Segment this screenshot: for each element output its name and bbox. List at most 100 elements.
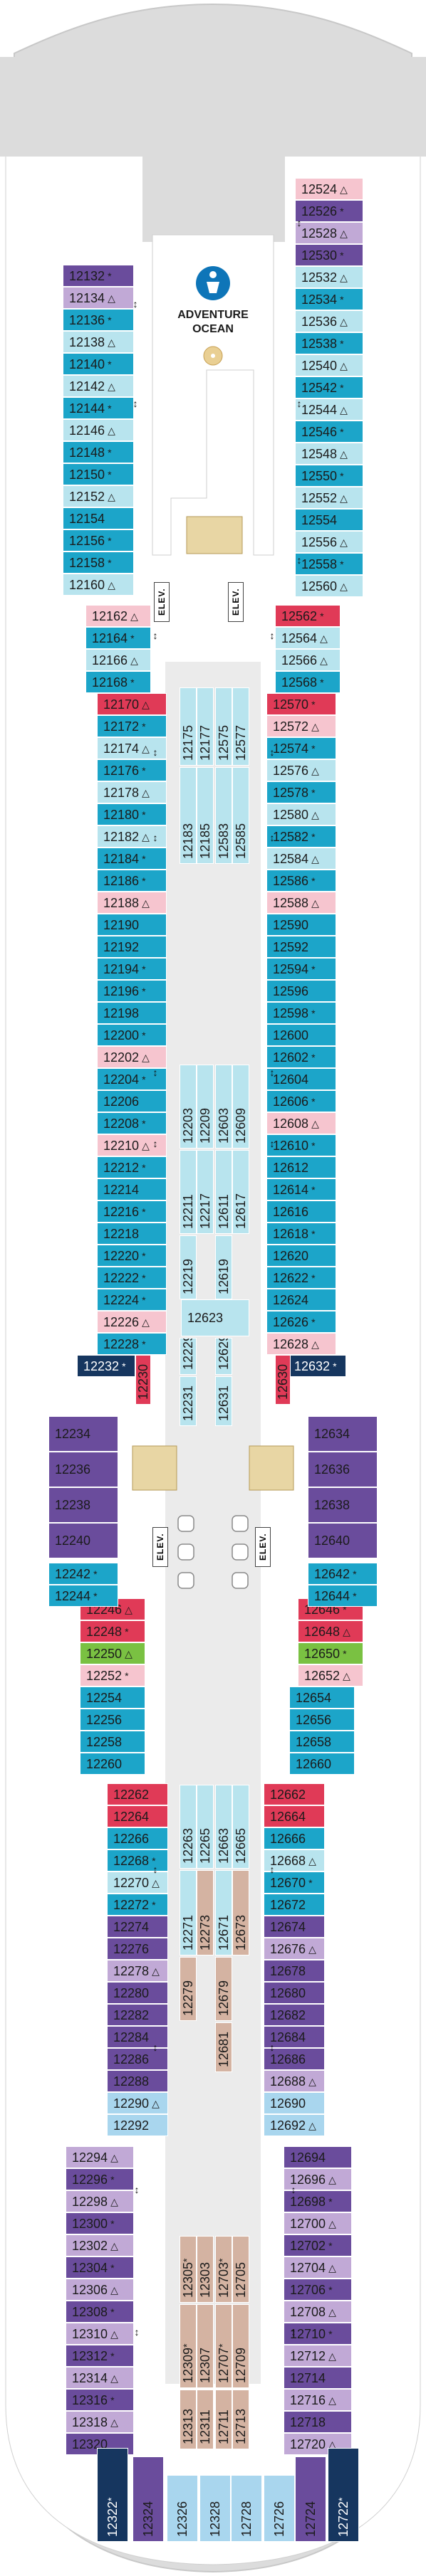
cabin-12528[interactable]: 12528△: [295, 222, 363, 244]
cabin-12632[interactable]: 12632*: [288, 1355, 346, 1377]
cabin-12250[interactable]: 12250△: [80, 1642, 145, 1664]
cabin-12296[interactable]: 12296*: [66, 2168, 134, 2190]
cabin-12217[interactable]: 12217: [197, 1150, 214, 1234]
cabin-12288[interactable]: 12288: [107, 2070, 168, 2092]
cabin-12144[interactable]: 12144*: [63, 397, 134, 419]
cabin-12696[interactable]: 12696△: [284, 2168, 352, 2190]
cabin-12266[interactable]: 12266: [107, 1827, 168, 1849]
cabin-12634[interactable]: 12634: [308, 1416, 378, 1452]
cabin-12585[interactable]: 12585: [232, 767, 249, 864]
cabin-12305[interactable]: 12305*: [180, 2236, 197, 2303]
cabin-12577[interactable]: 12577: [232, 687, 249, 766]
cabin-12186[interactable]: 12186*: [97, 870, 167, 892]
cabin-12182[interactable]: 12182△: [97, 825, 167, 848]
cabin-12162[interactable]: 12162△: [85, 605, 151, 627]
cabin-12168[interactable]: 12168*: [85, 671, 151, 693]
cabin-12324[interactable]: 12324: [133, 2456, 164, 2542]
cabin-12264[interactable]: 12264: [107, 1805, 168, 1827]
cabin-12576[interactable]: 12576△: [266, 759, 336, 781]
cabin-12600[interactable]: 12600: [266, 1024, 336, 1046]
cabin-12560[interactable]: 12560△: [295, 575, 363, 597]
cabin-12244[interactable]: 12244*: [48, 1585, 118, 1607]
cabin-12544[interactable]: 12544△: [295, 398, 363, 421]
cabin-12316[interactable]: 12316*: [66, 2389, 134, 2411]
cabin-12626[interactable]: 12626*: [266, 1311, 336, 1333]
cabin-12592[interactable]: 12592: [266, 936, 336, 958]
cabin-12190[interactable]: 12190: [97, 914, 167, 936]
cabin-12177[interactable]: 12177: [197, 687, 214, 766]
cabin-12248[interactable]: 12248*: [80, 1620, 145, 1642]
cabin-12682[interactable]: 12682: [264, 2004, 325, 2026]
cabin-12308[interactable]: 12308*: [66, 2301, 134, 2323]
cabin-12158[interactable]: 12158*: [63, 551, 134, 574]
cabin-12718[interactable]: 12718: [284, 2411, 352, 2433]
cabin-12270[interactable]: 12270△: [107, 1872, 168, 1894]
cabin-12660[interactable]: 12660: [289, 1753, 355, 1775]
cabin-12310[interactable]: 12310△: [66, 2323, 134, 2345]
cabin-12156[interactable]: 12156*: [63, 529, 134, 551]
cabin-12314[interactable]: 12314△: [66, 2367, 134, 2389]
cabin-12214[interactable]: 12214: [97, 1178, 167, 1200]
cabin-12524[interactable]: 12524△: [295, 178, 363, 200]
cabin-12726[interactable]: 12726: [264, 2475, 295, 2542]
cabin-12152[interactable]: 12152△: [63, 485, 134, 507]
cabin-12256[interactable]: 12256: [80, 1709, 145, 1731]
cabin-12294[interactable]: 12294△: [66, 2146, 134, 2168]
cabin-12192[interactable]: 12192: [97, 936, 167, 958]
cabin-12174[interactable]: 12174△: [97, 737, 167, 759]
cabin-12204[interactable]: 12204*: [97, 1068, 167, 1090]
cabin-12240[interactable]: 12240: [48, 1523, 118, 1558]
cabin-12303[interactable]: 12303: [197, 2236, 214, 2303]
cabin-12307[interactable]: 12307: [197, 2304, 214, 2388]
cabin-12534[interactable]: 12534*: [295, 288, 363, 310]
cabin-12184[interactable]: 12184*: [97, 848, 167, 870]
cabin-12313[interactable]: 12313: [180, 2390, 197, 2449]
cabin-12148[interactable]: 12148*: [63, 441, 134, 463]
cabin-12234[interactable]: 12234: [48, 1416, 118, 1452]
cabin-12284[interactable]: 12284: [107, 2026, 168, 2048]
cabin-12702[interactable]: 12702*: [284, 2234, 352, 2256]
cabin-12617[interactable]: 12617: [232, 1150, 249, 1234]
cabin-12140[interactable]: 12140*: [63, 353, 134, 375]
cabin-12200[interactable]: 12200*: [97, 1024, 167, 1046]
cabin-12226[interactable]: 12226△: [97, 1311, 167, 1333]
cabin-12209[interactable]: 12209: [197, 1065, 214, 1149]
cabin-12222[interactable]: 12222*: [97, 1267, 167, 1289]
cabin-12618[interactable]: 12618*: [266, 1223, 336, 1245]
cabin-12608[interactable]: 12608△: [266, 1112, 336, 1134]
cabin-12198[interactable]: 12198: [97, 1002, 167, 1024]
cabin-12202[interactable]: 12202△: [97, 1046, 167, 1068]
cabin-12252[interactable]: 12252*: [80, 1664, 145, 1686]
cabin-12231[interactable]: 12231: [180, 1376, 197, 1426]
cabin-12652[interactable]: 12652△: [298, 1664, 363, 1686]
cabin-12630[interactable]: 12630: [275, 1355, 291, 1405]
cabin-12711[interactable]: 12711: [215, 2390, 232, 2449]
cabin-12609[interactable]: 12609: [232, 1065, 249, 1149]
cabin-12578[interactable]: 12578*: [266, 781, 336, 803]
cabin-12203[interactable]: 12203: [180, 1065, 197, 1149]
cabin-12686[interactable]: 12686: [264, 2048, 325, 2070]
cabin-12311[interactable]: 12311: [197, 2390, 214, 2449]
cabin-12548[interactable]: 12548△: [295, 443, 363, 465]
cabin-12236[interactable]: 12236: [48, 1452, 118, 1487]
cabin-12224[interactable]: 12224*: [97, 1289, 167, 1311]
cabin-12273[interactable]: 12273: [197, 1870, 214, 1955]
cabin-12584[interactable]: 12584△: [266, 848, 336, 870]
cabin-12724[interactable]: 12724: [295, 2456, 326, 2542]
cabin-12258[interactable]: 12258: [80, 1731, 145, 1753]
cabin-12265[interactable]: 12265: [197, 1785, 214, 1869]
cabin-12263[interactable]: 12263: [180, 1785, 197, 1869]
cabin-12532[interactable]: 12532△: [295, 266, 363, 288]
cabin-12309[interactable]: 12309*: [180, 2304, 197, 2388]
cabin-12170[interactable]: 12170△: [97, 693, 167, 715]
cabin-12306[interactable]: 12306△: [66, 2279, 134, 2301]
cabin-12636[interactable]: 12636: [308, 1452, 378, 1487]
cabin-12700[interactable]: 12700△: [284, 2212, 352, 2234]
cabin-12619[interactable]: 12619: [215, 1235, 232, 1299]
cabin-12676[interactable]: 12676△: [264, 1938, 325, 1960]
cabin-12134[interactable]: 12134△: [63, 287, 134, 309]
cabin-12262[interactable]: 12262: [107, 1783, 168, 1805]
cabin-12230[interactable]: 12230: [135, 1355, 151, 1405]
cabin-12271[interactable]: 12271: [180, 1870, 197, 1955]
cabin-12238[interactable]: 12238: [48, 1487, 118, 1523]
